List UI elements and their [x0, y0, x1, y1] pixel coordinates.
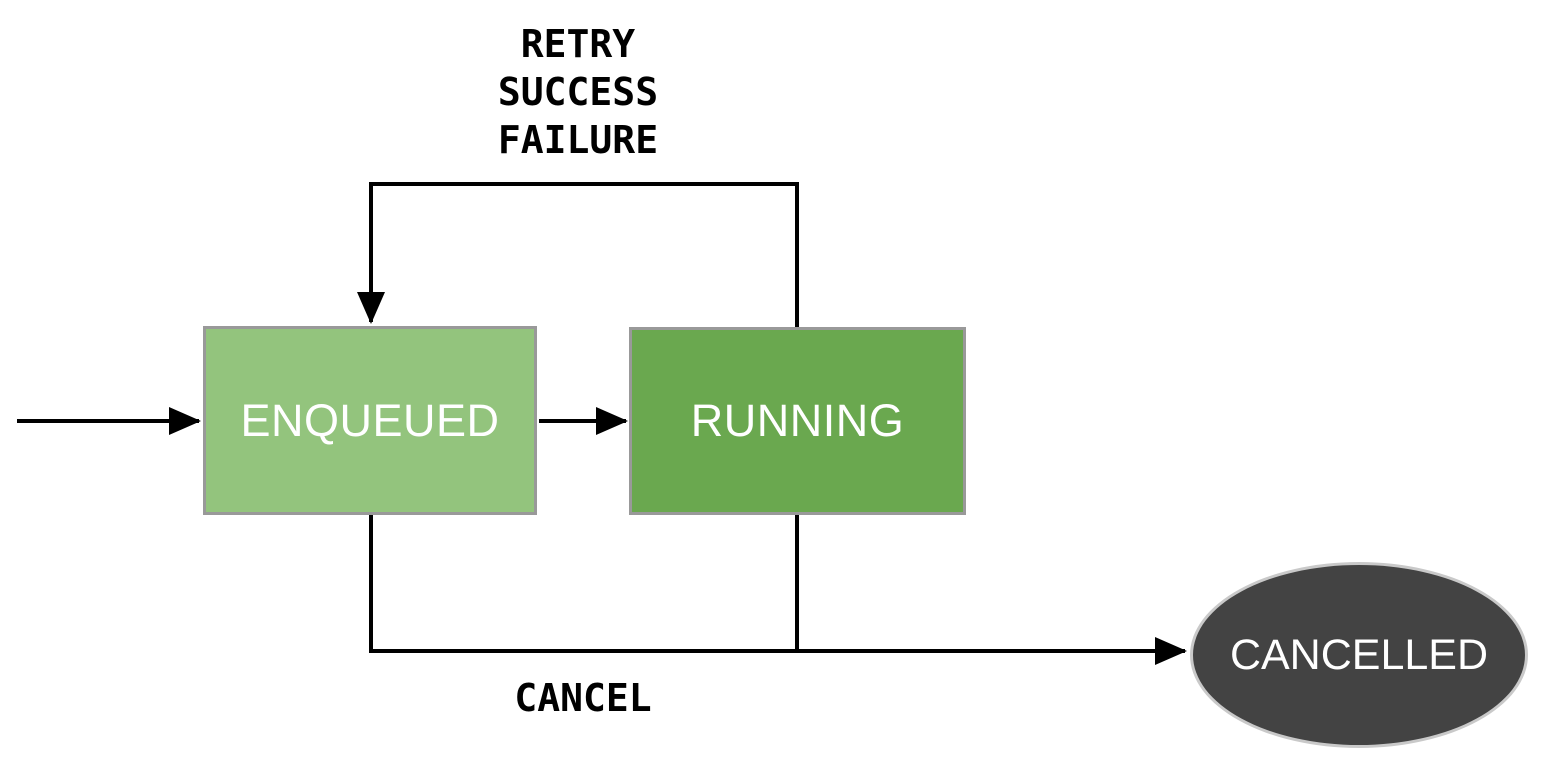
state-node-cancelled-label: CANCELLED [1229, 630, 1489, 679]
state-node-enqueued-label: ENQUEUED [240, 394, 500, 446]
loop-edge-labels: RETRY SUCCESS FAILURE [428, 20, 728, 164]
state-node-running: RUNNING [629, 327, 966, 515]
success-edge-label: SUCCESS [497, 70, 659, 114]
state-node-enqueued: ENQUEUED [203, 326, 537, 515]
running-to-enqueued-loop-arrow [357, 182, 799, 329]
state-node-running-label: RUNNING [690, 395, 905, 446]
failure-edge-label: FAILURE [497, 118, 659, 162]
cancel-edge-label: CANCEL [514, 676, 652, 720]
state-node-cancelled: CANCELLED [1190, 562, 1528, 748]
enqueued-to-cancelled-arrow [369, 515, 1187, 665]
retry-edge-label: RETRY [520, 22, 636, 66]
